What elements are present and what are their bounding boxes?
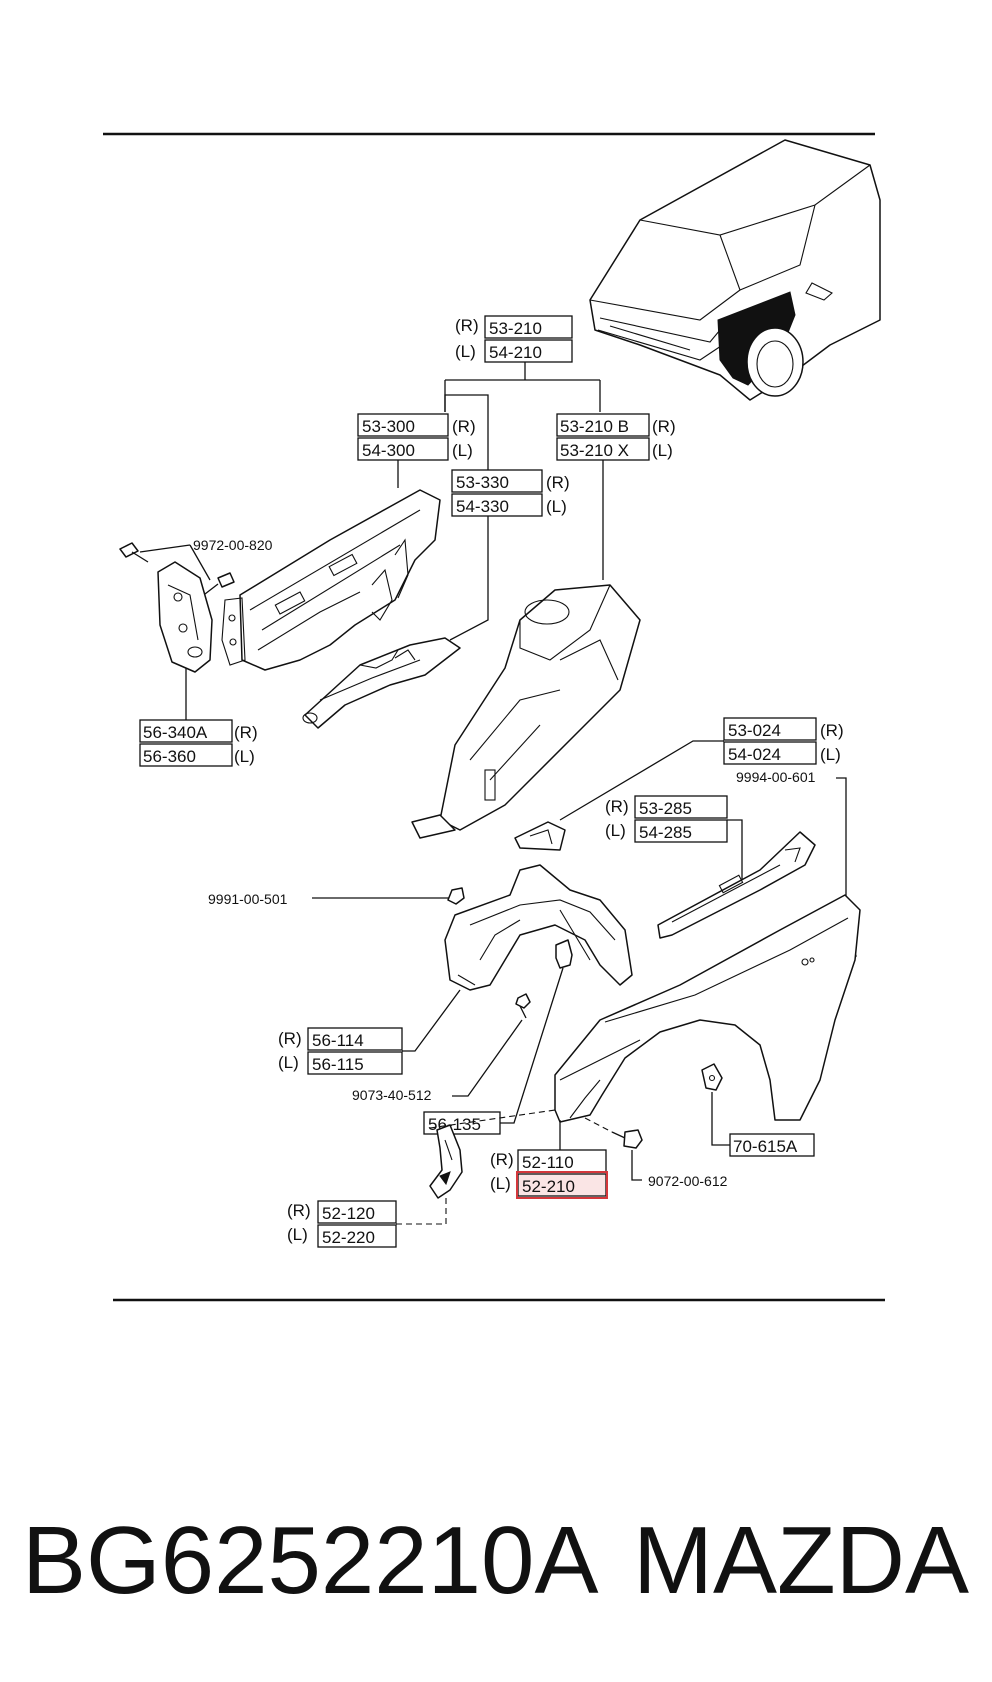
label-9073-40-512: 9073-40-512: [352, 1087, 432, 1103]
svg-text:(R): (R): [278, 1029, 302, 1048]
svg-text:(R): (R): [234, 723, 258, 742]
apron-panel-53-210b: [411, 584, 641, 839]
label-9072-00-612: 9072-00-612: [648, 1173, 728, 1189]
callout-56-114: (R) 56-114 (L) 56-115: [278, 1027, 403, 1075]
svg-text:(L): (L): [490, 1174, 511, 1193]
svg-text:(R): (R): [287, 1201, 311, 1220]
svg-text:54-330: 54-330: [456, 497, 509, 516]
callout-52-120: (R) 52-120 (L) 52-220: [287, 1200, 397, 1248]
svg-text:53-285: 53-285: [639, 799, 692, 818]
svg-text:(R): (R): [490, 1150, 514, 1169]
bracket-70-615a: [701, 1063, 723, 1091]
svg-text:53-210 B: 53-210 B: [560, 417, 629, 436]
svg-text:(L): (L): [455, 342, 476, 361]
splash-shield-52-120: [429, 1124, 463, 1199]
svg-text:56-115: 56-115: [312, 1055, 364, 1074]
svg-text:(R): (R): [652, 417, 676, 436]
label-9994-00-601: 9994-00-601: [736, 769, 816, 785]
svg-text:(L): (L): [820, 745, 841, 764]
svg-text:52-220: 52-220: [322, 1228, 375, 1247]
label-9991-00-501: 9991-00-501: [208, 891, 288, 907]
svg-text:54-210: 54-210: [489, 343, 542, 362]
clip-56-135: [555, 939, 573, 969]
svg-text:52-110: 52-110: [522, 1153, 574, 1172]
front-fender-52-210: [554, 894, 861, 1123]
screw-9073-40-512: [515, 993, 531, 1019]
svg-text:56-340A: 56-340A: [143, 723, 208, 742]
svg-text:53-210 X: 53-210 X: [560, 441, 629, 460]
clip-9991-00-501: [447, 887, 465, 905]
svg-text:(R): (R): [455, 316, 479, 335]
svg-text:(L): (L): [546, 497, 567, 516]
svg-text:(R): (R): [546, 473, 570, 492]
svg-text:53-330: 53-330: [456, 473, 509, 492]
mud-guard-56-114: [444, 864, 633, 991]
part-number-text: BG6252210A: [22, 1507, 598, 1614]
car-illustration: [589, 139, 881, 401]
svg-text:54-024: 54-024: [728, 745, 781, 764]
label-9972-00-820: 9972-00-820: [193, 537, 273, 553]
svg-text:56-360: 56-360: [143, 747, 196, 766]
svg-text:(L): (L): [452, 441, 473, 460]
svg-text:52-120: 52-120: [322, 1204, 375, 1223]
svg-text:53-024: 53-024: [728, 721, 781, 740]
bracket-56-340a: [157, 561, 213, 673]
bolt-9972-00-820: [119, 542, 235, 595]
svg-text:(R): (R): [452, 417, 476, 436]
front-frame-member: [221, 489, 441, 671]
highlight-box-52-210: [516, 1171, 608, 1199]
svg-text:(R): (R): [820, 721, 844, 740]
bolt-9072-00-612: [584, 1117, 643, 1149]
label-52-210-highlighted: 52-210: [522, 1177, 575, 1196]
svg-text:(L): (L): [605, 821, 626, 840]
callout-52-110: (R) 52-110 (L) 52-210: [490, 1149, 608, 1199]
svg-text:(L): (L): [234, 747, 255, 766]
svg-text:70-615A: 70-615A: [733, 1137, 798, 1156]
callout-56-340a: 56-340A (R) 56-360 (L): [139, 719, 258, 767]
bracket-53-024: [514, 821, 566, 851]
callout-53-210: (R) 53-210 (L) 54-210: [455, 315, 573, 363]
svg-text:56-114: 56-114: [312, 1031, 364, 1050]
callout-53-285: (R) 53-285 (L) 54-285: [605, 795, 728, 843]
stay-53-285: [657, 831, 816, 939]
callout-70-615a: 70-615A: [729, 1133, 815, 1157]
svg-text:(R): (R): [605, 797, 629, 816]
svg-text:54-300: 54-300: [362, 441, 415, 460]
svg-text:(L): (L): [652, 441, 673, 460]
callout-53-024: 53-024 (R) 54-024 (L): [723, 717, 844, 765]
callout-53-330: 53-330 (R) 54-330 (L): [451, 469, 570, 517]
svg-text:(L): (L): [287, 1225, 308, 1244]
svg-text:53-210: 53-210: [489, 319, 542, 338]
callout-53-210b: 53-210 B (R) 53-210 X (L): [556, 413, 676, 461]
frame-rail-53-330: [302, 637, 461, 729]
svg-text:(L): (L): [278, 1053, 299, 1072]
brand-text: MAZDA: [633, 1507, 969, 1614]
svg-text:54-285: 54-285: [639, 823, 692, 842]
svg-text:53-300: 53-300: [362, 417, 415, 436]
callout-53-300: 53-300 (R) 54-300 (L): [357, 413, 476, 461]
